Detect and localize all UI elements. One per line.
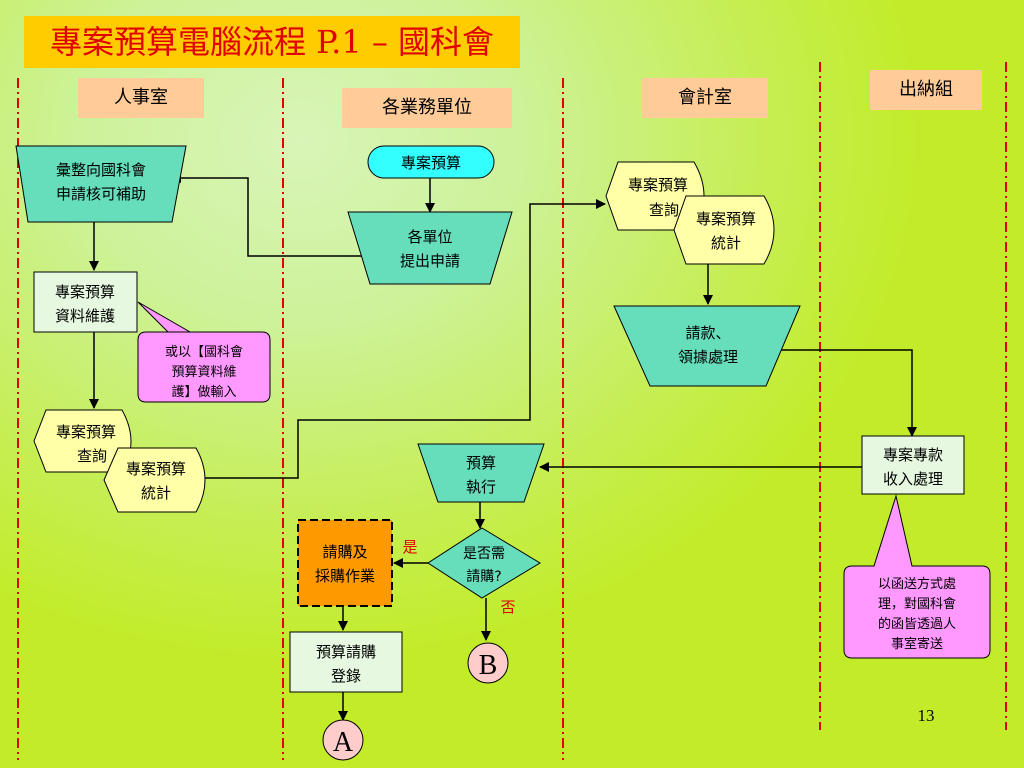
node-budget-exec: 預算 執行 (417, 443, 545, 503)
node-acct-query: 專案預算 查詢 (605, 161, 705, 231)
node-project-budget-start-label: 專案預算 (401, 154, 461, 172)
connector-b: B (467, 642, 509, 684)
note-maintain-line1: 或以【國科會 (165, 345, 243, 360)
note-income-line4: 事室寄送 (891, 636, 943, 652)
edge-claim-to-income (758, 349, 917, 437)
lane-label-business-units: 各業務單位 (342, 88, 512, 128)
node-purchase-ops-line1: 請購及 (322, 543, 367, 561)
node-claim-line2: 領據處理 (678, 348, 738, 366)
note-maintain-line3: 護】做輸入 (171, 384, 236, 400)
connector-a-label: A (333, 727, 354, 758)
node-purchase-register-line2: 登錄 (331, 667, 361, 685)
label-no: 否 (500, 598, 515, 616)
node-income-process-line2: 收入處理 (883, 470, 943, 488)
node-personnel-query: 專案預算 查詢 (33, 409, 132, 473)
node-summarize-apply-line1: 彙整向國科會 (56, 161, 146, 179)
connector-b-label: B (479, 650, 498, 681)
lane-label-cashier: 出納組 (870, 70, 982, 110)
node-claim: 請款、 領據處理 (613, 305, 801, 387)
label-yes: 是 (402, 538, 417, 556)
edge-stats-to-acct-query (204, 199, 606, 479)
node-purchase-ops-line2: 採購作業 (315, 567, 375, 585)
node-need-purchase-line2: 請購? (466, 569, 501, 585)
node-acct-stats: 專案預算 統計 (673, 195, 775, 265)
note-maintain-callout: 或以【國科會 預算資料維 護】做輸入 (137, 301, 271, 403)
node-income-process: 專案專款 收入處理 (861, 435, 965, 495)
node-unit-submit-line2: 提出申請 (400, 252, 460, 270)
note-income-callout: 以函送方式處 理，對國科會 的函皆透過人 事室寄送 (843, 494, 991, 659)
node-data-maintain: 專案預算 資料維護 (33, 271, 138, 333)
node-data-maintain-line1: 專案預算 (55, 283, 115, 301)
node-unit-submit-line1: 各單位 (407, 228, 452, 246)
node-purchase-register: 預算請購 登錄 (289, 631, 403, 693)
node-income-process-line1: 專案專款 (883, 446, 943, 464)
node-personnel-stats-line1: 專案預算 (126, 460, 186, 478)
note-income-line3: 的函皆透過人 (878, 616, 956, 632)
node-purchase-register-line1: 預算請購 (316, 643, 376, 661)
node-data-maintain-line2: 資料維護 (55, 307, 115, 325)
edge-submit-to-summarize (171, 173, 362, 257)
node-budget-exec-line1: 預算 (466, 454, 496, 472)
note-income-line2: 理，對國科會 (878, 597, 956, 612)
page-number: 13 (917, 706, 935, 725)
node-need-purchase: 是否需 請購? (427, 527, 541, 599)
node-need-purchase-line1: 是否需 (463, 546, 505, 562)
node-budget-exec-line2: 執行 (466, 478, 496, 496)
node-unit-submit: 各單位 提出申請 (347, 211, 513, 285)
node-acct-query-line2: 查詢 (649, 201, 679, 219)
node-purchase-ops: 請購及 採購作業 (297, 519, 393, 607)
node-project-budget-start: 專案預算 (367, 145, 495, 179)
node-summarize-apply-line2: 申請核可補助 (56, 185, 146, 203)
node-acct-query-line1: 專案預算 (628, 176, 688, 194)
node-acct-stats-line2: 統計 (711, 234, 741, 252)
node-claim-line1: 請款、 (685, 324, 730, 342)
note-maintain-line2: 預算資料維 (171, 365, 236, 380)
connector-a: A (322, 719, 364, 761)
node-personnel-query-line2: 查詢 (77, 447, 107, 465)
node-acct-stats-line1: 專案預算 (696, 210, 756, 228)
lane-label-accounting: 會計室 (642, 78, 768, 118)
slide-title: 專案預算電腦流程 P.1 – 國科會 (24, 16, 520, 68)
node-personnel-query-line1: 專案預算 (56, 423, 116, 441)
node-personnel-stats: 專案預算 統計 (103, 447, 206, 513)
note-income-line1: 以函送方式處 (878, 576, 956, 592)
lane-label-personnel: 人事室 (78, 78, 204, 118)
node-summarize-apply: 彙整向國科會 申請核可補助 (15, 145, 187, 223)
node-personnel-stats-line2: 統計 (141, 484, 171, 502)
